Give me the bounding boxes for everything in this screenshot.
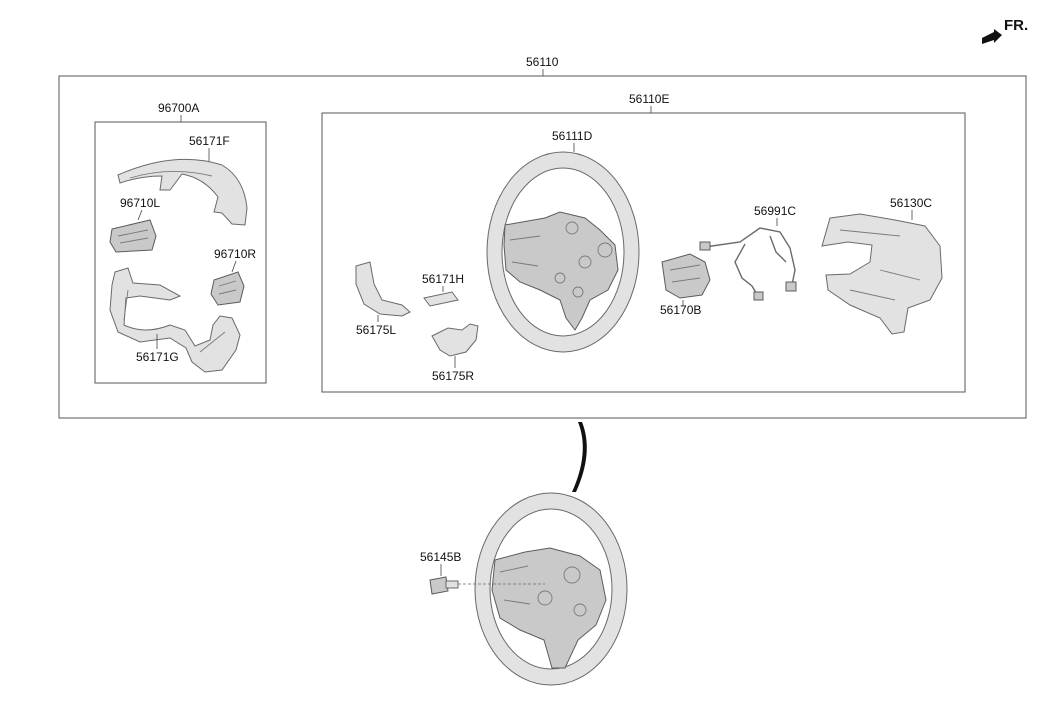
- assembled-hub-ring-2: [537, 590, 553, 606]
- harness-wire-main: [704, 227, 796, 286]
- label-56171G: 56171G: [136, 350, 179, 364]
- switch-left-buttons: [117, 229, 149, 244]
- label-56991C: 56991C: [754, 204, 796, 218]
- front-label: FR.: [1004, 17, 1028, 34]
- hub-bolt-2: [597, 242, 613, 258]
- label-56130C: 56130C: [890, 196, 932, 210]
- hub-bolt-3: [578, 255, 592, 269]
- garnish-right-part: [431, 323, 479, 357]
- switch-left-part: [109, 219, 157, 253]
- harness-connector-3: [753, 291, 764, 301]
- wheel-kit-box: [321, 112, 966, 393]
- label-56145B: 56145B: [420, 550, 461, 564]
- switch-right-buttons: [218, 280, 237, 295]
- assembly-box: [58, 75, 1027, 419]
- harness-connector-1: [699, 241, 711, 251]
- remote-switch-part: [661, 253, 711, 299]
- hub-spokes: [509, 235, 541, 267]
- label-56171H: 56171H: [422, 272, 464, 286]
- back-cover-ribs: [839, 229, 921, 301]
- bolt-shank: [445, 580, 459, 589]
- bezel-center-part: [423, 291, 459, 307]
- label-56111D: 56111D: [552, 129, 593, 143]
- back-cover-part: [821, 213, 943, 335]
- wheel-hub-frame: [503, 211, 619, 331]
- assembled-hub: [491, 547, 607, 669]
- steering-wheel-part: [486, 151, 640, 353]
- hub-bolt-5: [572, 286, 584, 298]
- upper-cover-edge: [129, 171, 213, 179]
- label-56110E: 56110E: [629, 92, 669, 106]
- lower-cover-edge: [123, 289, 226, 353]
- harness-connector-2: [785, 281, 797, 292]
- garnish-left-part: [355, 261, 411, 317]
- assembled-steering-wheel: [474, 492, 628, 686]
- wiring-harness-part: [699, 227, 797, 301]
- label-96710L: 96710L: [120, 196, 160, 210]
- assembled-hub-ring-1: [563, 566, 581, 584]
- hub-bolt-4: [554, 272, 566, 284]
- leader-96710R: [231, 260, 237, 273]
- bolt-part: [429, 576, 545, 595]
- harness-wire-branch-2: [769, 235, 787, 263]
- hub-bolt-1: [565, 221, 579, 235]
- remote-switch-buttons: [669, 264, 701, 283]
- label-96710R: 96710R: [214, 247, 256, 261]
- harness-wire-branch: [734, 243, 759, 297]
- assembled-hub-ring-3: [573, 603, 587, 617]
- bolt-head: [429, 576, 449, 595]
- label-56110: 56110: [526, 55, 559, 69]
- front-orientation: FR.: [982, 17, 1028, 44]
- assembled-spokes: [499, 565, 531, 605]
- label-96700A: 96700A: [158, 101, 199, 115]
- upper-cover-part: [117, 158, 248, 226]
- front-arrow-icon: [982, 29, 1002, 44]
- label-56170B: 56170B: [660, 303, 701, 317]
- cover-kit-box: [94, 121, 267, 384]
- assembly-link-arrow: [572, 422, 587, 492]
- label-56175R: 56175R: [432, 369, 474, 383]
- switch-right-part: [210, 271, 245, 306]
- leader-96710L: [137, 209, 143, 221]
- label-56171F: 56171F: [189, 134, 230, 148]
- label-56175L: 56175L: [356, 323, 396, 337]
